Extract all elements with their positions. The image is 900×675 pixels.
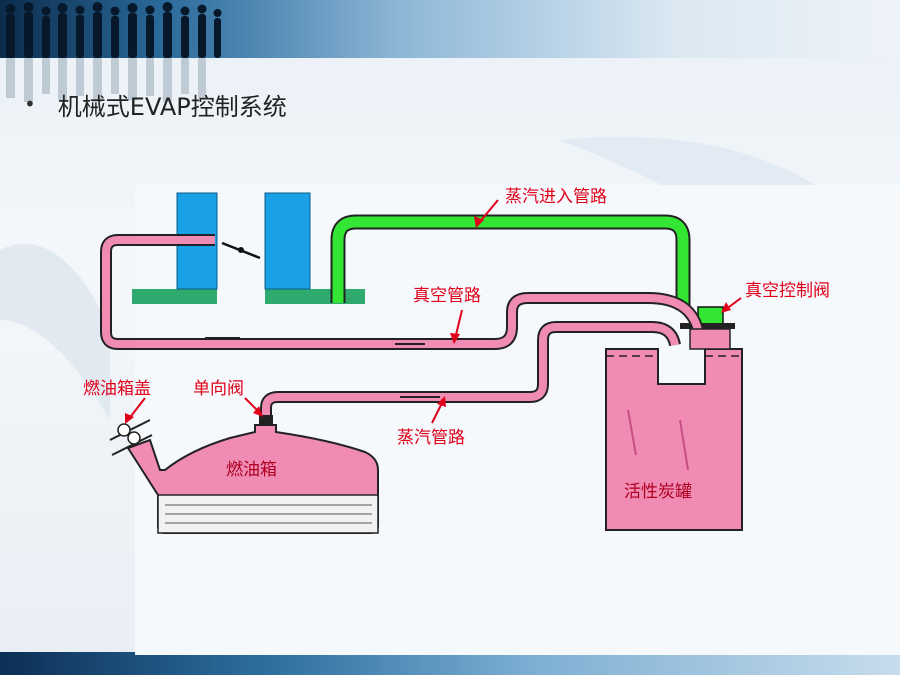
bullet-marker: • (24, 92, 36, 116)
business-people-silhouettes (5, 2, 222, 58)
label-check-valve: 单向阀 (193, 379, 244, 399)
vacuum-line (102, 236, 702, 348)
footer-band (0, 652, 900, 675)
canister-hatch-2 (679, 419, 689, 471)
check-valve (259, 415, 273, 425)
label-fuel-tank: 燃油箱 (226, 460, 277, 480)
intake-base-left (132, 289, 217, 304)
valve-flange (680, 323, 735, 329)
vapor-inlet-line (332, 216, 689, 310)
slide-title: 机械式EVAP控制系统 (57, 92, 287, 121)
label-charcoal-canister: 活性炭罐 (624, 482, 692, 502)
label-fuel-tank-cap: 燃油箱盖 (83, 379, 151, 399)
vapor-line (262, 323, 679, 420)
fuel-tank-cap-icon (109, 419, 153, 456)
label-vapor-inlet-line: 蒸汽进入管路 (505, 187, 607, 207)
intake-base-right (265, 289, 365, 304)
throttle-shaft-icon (238, 247, 244, 253)
silhouette-reflection (6, 58, 206, 102)
canister-hatch-1 (627, 409, 637, 456)
label-vacuum-line: 真空管路 (413, 286, 481, 306)
charcoal-canister (605, 348, 743, 531)
slide-title-row: • 机械式EVAP控制系统 (24, 86, 287, 122)
canister-valve-housing (689, 328, 731, 350)
label-vapor-line: 蒸汽管路 (397, 428, 465, 448)
label-vacuum-control-valve: 真空控制阀 (745, 281, 830, 301)
throttle-body-right (264, 192, 311, 290)
